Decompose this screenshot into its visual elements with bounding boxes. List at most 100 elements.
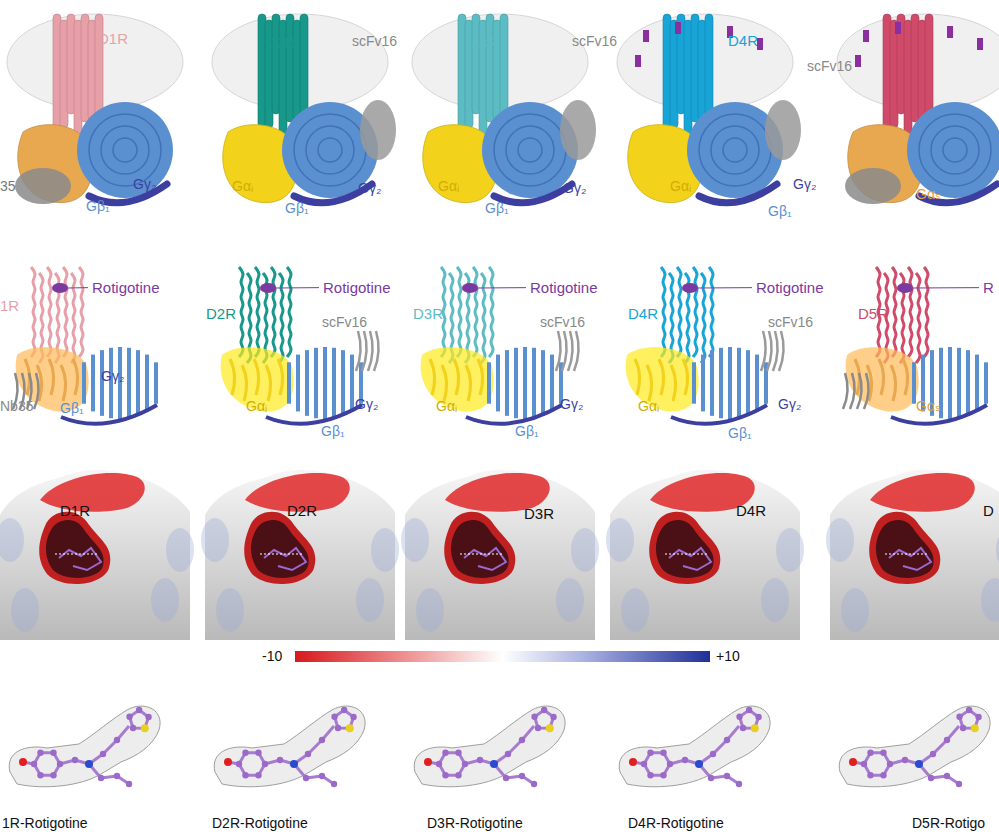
g-alpha-ribbon <box>671 365 676 401</box>
structure-label: scFv16 <box>807 58 852 74</box>
g-alpha-ribbon <box>647 365 652 401</box>
surface-section <box>0 470 194 640</box>
g-beta-propeller <box>692 362 696 403</box>
density-outline <box>839 706 990 787</box>
dashed-line <box>260 554 304 555</box>
structure-label: Gαₛ <box>916 186 940 202</box>
g-alpha-ribbon <box>278 359 283 395</box>
sulfur-atom <box>751 724 759 732</box>
receptor-helix <box>239 267 243 357</box>
structure-label: D4R <box>728 32 758 49</box>
ligand-atom <box>930 751 936 757</box>
ligand-bond <box>239 753 265 776</box>
g-beta-propeller <box>957 348 961 418</box>
g-alpha-ribbon <box>891 365 896 401</box>
structure-label: scFv16 <box>540 314 585 330</box>
ligand-density-panel <box>619 706 770 787</box>
ligand-atom <box>880 750 886 756</box>
sulfur-atom <box>546 724 554 732</box>
g-gamma-ribbon <box>466 405 562 424</box>
ligand-atom <box>436 761 442 767</box>
ligand-atom <box>455 750 461 756</box>
structure-label: Gγ₂ <box>560 396 583 412</box>
nb35-ribbon <box>850 373 855 409</box>
structure-label: D2R <box>287 502 317 519</box>
density-outline <box>619 706 770 787</box>
g-alpha-ribbon <box>73 359 78 395</box>
ligand-atom <box>262 761 268 767</box>
positive-patch <box>416 588 444 632</box>
receptor-helix <box>287 267 291 357</box>
ligand-atom <box>541 707 547 713</box>
ligand-density <box>675 22 681 34</box>
receptor-helix <box>709 267 713 357</box>
ligand-atom <box>740 725 746 731</box>
receptor-helix <box>71 273 75 363</box>
positive-patch <box>621 588 649 632</box>
positive-patch <box>0 518 24 562</box>
ligand-atom <box>305 751 311 757</box>
density-outline <box>414 706 565 787</box>
ligand-bond <box>864 753 890 776</box>
protein-surface <box>205 470 395 640</box>
ligand-atom <box>477 757 483 763</box>
scfv16-ribbon <box>374 331 379 371</box>
ligand-density-panel <box>414 706 565 787</box>
nb35-density <box>15 168 71 204</box>
structure-label: Rotigotine <box>756 279 824 296</box>
ligand-atom <box>724 737 730 743</box>
ligand-density <box>635 55 641 67</box>
structure-label: Gγ₂ <box>133 176 156 192</box>
receptor-helix <box>473 267 477 357</box>
structure-label: Gαᵢ <box>670 178 691 194</box>
ligand-atom <box>550 714 556 720</box>
g-beta-propeller <box>145 355 149 412</box>
cryo-em-map <box>617 14 801 203</box>
structure-label: Gβ₁ <box>60 400 84 416</box>
g-beta-density <box>77 102 173 198</box>
positive-patch <box>606 518 634 562</box>
g-beta-density <box>294 114 366 186</box>
g-alpha-ribbon <box>635 359 640 395</box>
structure-label: Rotigotine <box>323 279 391 296</box>
receptor-helix <box>279 273 283 363</box>
g-beta-propeller <box>532 348 536 418</box>
g-alpha-ribbon <box>659 359 664 395</box>
positive-patch <box>841 588 869 632</box>
receptor-helix <box>701 273 705 363</box>
g-alpha-ribbon <box>626 347 699 411</box>
g-beta-density <box>723 138 747 162</box>
protein-surface <box>405 470 595 640</box>
g-beta-density <box>306 126 354 174</box>
scfv16-ribbon <box>767 331 772 371</box>
g-beta-density <box>506 126 554 174</box>
ligand-atom <box>752 725 758 731</box>
receptor-helix <box>693 267 697 357</box>
ligand-bond <box>644 753 670 776</box>
structure-label: Gβ₁ <box>485 200 509 216</box>
ligand-atom <box>660 750 666 756</box>
g-beta-propeller <box>514 348 518 418</box>
ligand-atom <box>975 714 981 720</box>
structure-label: Gβ₁ <box>728 425 752 441</box>
structure-label: D3R <box>468 34 498 51</box>
g-alpha-ribbon <box>903 359 908 395</box>
ligand-atom <box>145 714 151 720</box>
protein-surface <box>830 470 999 640</box>
g-beta-propeller <box>975 355 979 412</box>
dashed-line <box>885 554 929 555</box>
receptor-helix <box>661 267 665 357</box>
ligand-atom <box>887 761 893 767</box>
colour-bar <box>295 651 710 662</box>
positive-patch <box>11 588 39 632</box>
structure-label: Gβ₁ <box>285 200 309 216</box>
structure-label: scFv16 <box>768 314 813 330</box>
ligand-atom <box>944 737 950 743</box>
structure-label: Gγ₂ <box>358 180 381 196</box>
positive-patch <box>216 588 244 632</box>
sulfur-atom <box>346 724 354 732</box>
g-beta-propeller <box>505 350 509 416</box>
g-beta-density <box>907 102 999 198</box>
g-beta-propeller <box>341 350 345 416</box>
dashed-line <box>665 554 709 555</box>
